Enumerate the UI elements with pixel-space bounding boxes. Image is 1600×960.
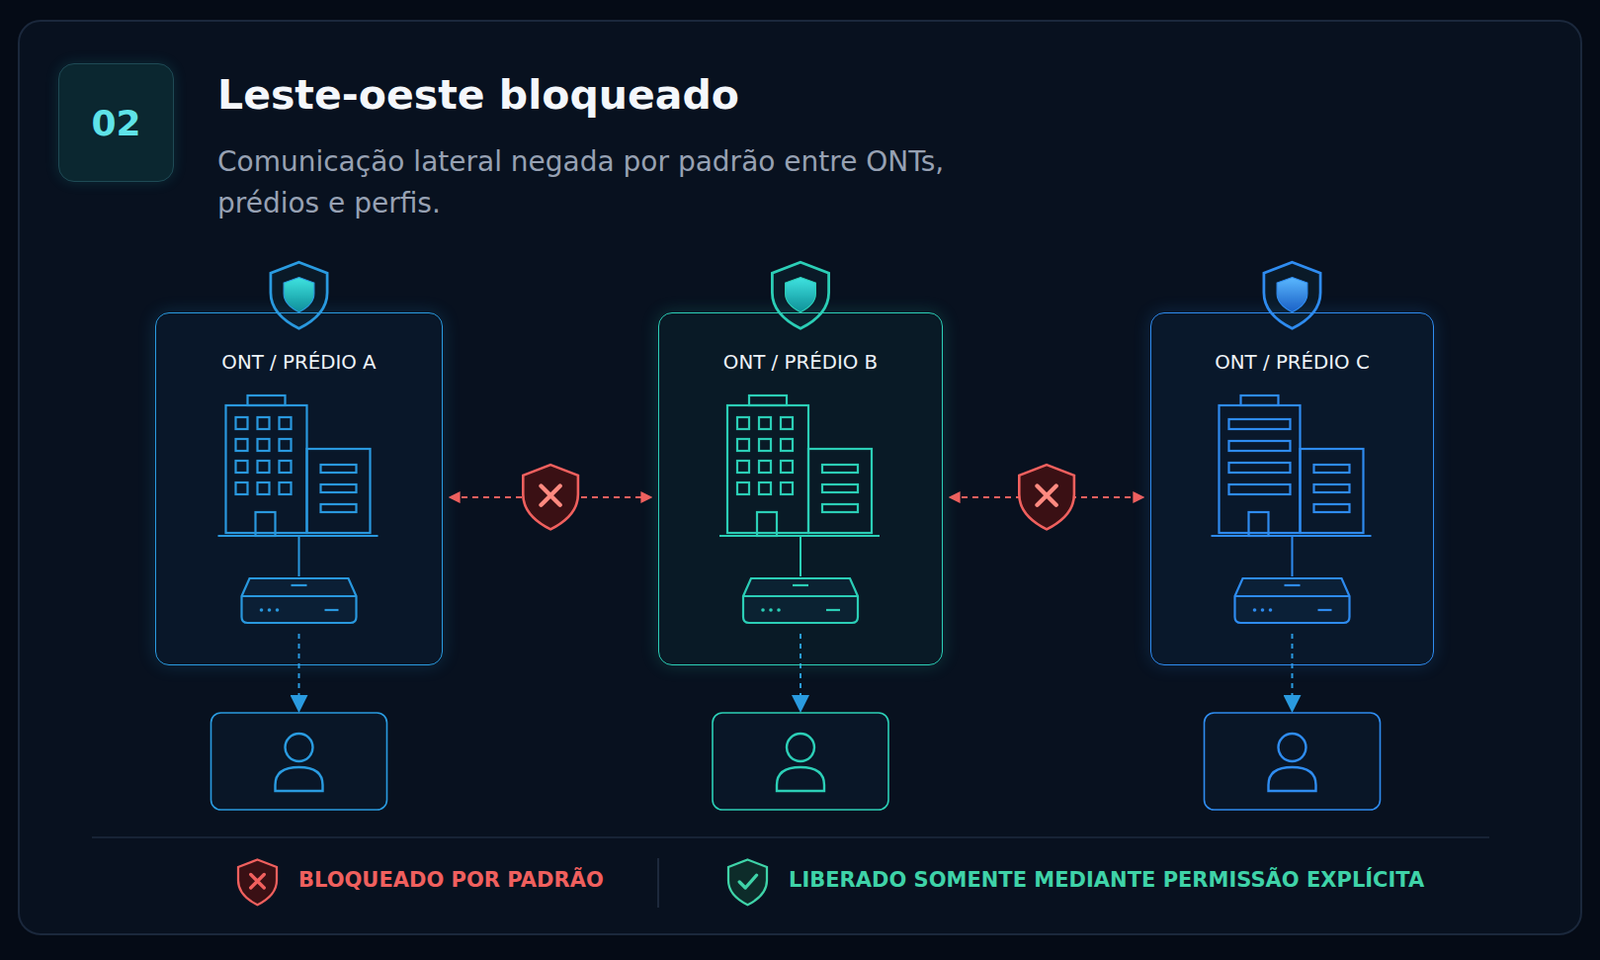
shape [283, 277, 315, 313]
shape [285, 733, 314, 761]
box-label: ONT / PRÉDIO C [1151, 350, 1433, 374]
shape [1278, 733, 1307, 761]
shape [1268, 766, 1317, 791]
title: Leste-oeste bloqueado [217, 71, 740, 119]
building-box: ONT / PRÉDIO B [658, 312, 943, 666]
user-icon [275, 733, 324, 791]
legend-text: LIBERADO SOMENTE MEDIANTE PERMISSÃO EXPL… [788, 867, 1425, 892]
shape [540, 486, 560, 506]
legend-text: BLOQUEADO POR PADRÃO [298, 867, 604, 892]
caption: Comunicação lateral negada por padrão en… [217, 141, 1028, 225]
shape [786, 733, 815, 761]
building-box: ONT / PRÉDIO C [1150, 312, 1434, 666]
panel [18, 20, 1582, 934]
shape [785, 277, 817, 313]
blocked-shield [1018, 464, 1075, 529]
step-badge: 02 [58, 63, 174, 182]
user-box [712, 712, 889, 810]
step-number: 02 [90, 102, 141, 144]
divider [91, 836, 1490, 839]
legend-icon [728, 859, 767, 906]
divider [657, 857, 660, 908]
shape [251, 874, 265, 889]
blocked-shield [522, 464, 579, 529]
user-icon [776, 733, 825, 791]
shape [238, 859, 277, 906]
box-label: ONT / PRÉDIO A [156, 350, 442, 374]
legend-icon [238, 859, 277, 906]
shape [275, 766, 324, 791]
shape [1036, 486, 1056, 506]
building-box: ONT / PRÉDIO A [155, 312, 443, 666]
user-icon [1268, 733, 1317, 791]
shape [1018, 464, 1075, 529]
shape [522, 464, 579, 529]
shape [739, 874, 757, 888]
shape [1276, 277, 1308, 313]
box-label: ONT / PRÉDIO B [659, 350, 942, 374]
user-box [211, 712, 388, 810]
shape [728, 859, 767, 906]
shape [776, 766, 825, 791]
user-box [1204, 712, 1381, 810]
